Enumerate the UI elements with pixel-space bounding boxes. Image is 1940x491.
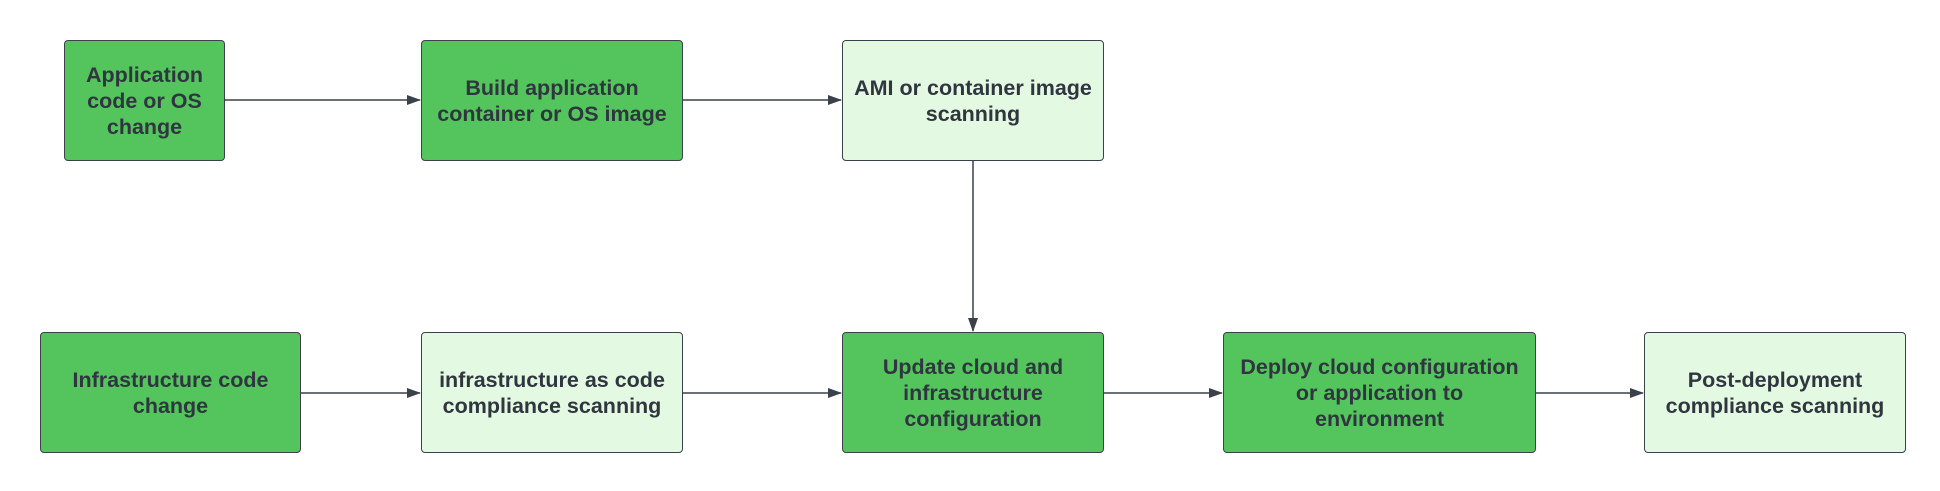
node-iac-compliance-scanning: infrastructure as code compliance scanni… bbox=[421, 332, 683, 453]
node-label: Application code or OS change bbox=[85, 62, 204, 139]
node-label: infrastructure as code compliance scanni… bbox=[439, 367, 665, 418]
node-deploy-to-environment: Deploy cloud configuration or applicatio… bbox=[1223, 332, 1536, 453]
node-label: Build application container or OS image bbox=[437, 75, 667, 126]
node-infrastructure-code-change: Infrastructure code change bbox=[40, 332, 301, 453]
node-build-image: Build application container or OS image bbox=[421, 40, 683, 161]
node-label: AMI or container image scanning bbox=[854, 75, 1092, 126]
node-update-cloud-configuration: Update cloud and infrastructure configur… bbox=[842, 332, 1104, 453]
node-image-scanning: AMI or container image scanning bbox=[842, 40, 1104, 161]
node-post-deployment-scanning: Post-deployment compliance scanning bbox=[1644, 332, 1906, 453]
node-label: Deploy cloud configuration or applicatio… bbox=[1240, 354, 1519, 431]
node-label: Post-deployment compliance scanning bbox=[1665, 367, 1885, 418]
node-label: Infrastructure code change bbox=[72, 367, 269, 418]
node-label: Update cloud and infrastructure configur… bbox=[882, 354, 1064, 431]
node-application-code-change: Application code or OS change bbox=[64, 40, 225, 161]
